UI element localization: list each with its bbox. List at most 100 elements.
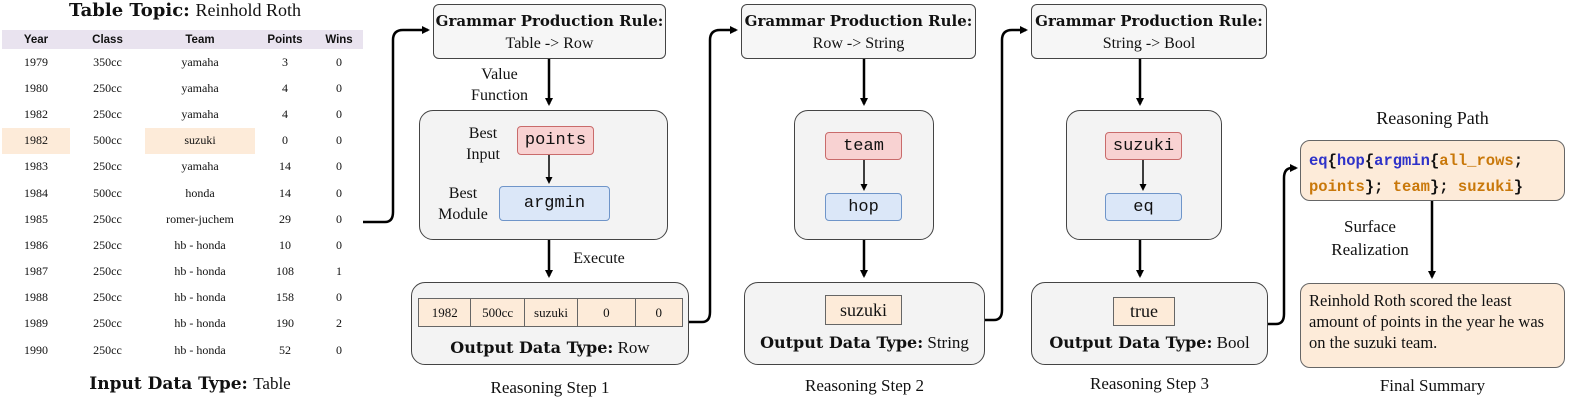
best-input-label-line1: Best — [468, 125, 498, 142]
table-cell: 1989 — [24, 316, 48, 331]
value-function-label: Value Function — [462, 64, 537, 106]
table-topic-value: Reinhold Roth — [195, 0, 302, 20]
table-cell: 3 — [282, 54, 288, 69]
output-row-cell: suzuki — [525, 299, 579, 326]
step1-label: Reasoning Step 1 — [490, 378, 610, 397]
step2-input-chip: team — [825, 132, 902, 160]
table-cell: 0 — [336, 80, 342, 95]
arrow-step1-to-step2 — [689, 26, 738, 324]
path-brace: } — [1364, 178, 1375, 196]
path-token-eq: eq — [1309, 152, 1328, 170]
table-cell: 1987 — [24, 264, 48, 279]
step2-rule: Row -> String — [812, 35, 905, 52]
table-cell: 350cc — [93, 54, 122, 69]
step2-output-type-label: Output Data Type: — [760, 333, 924, 352]
column-header: Points — [255, 30, 315, 49]
arrow-step2-to-step3 — [985, 26, 1028, 322]
path-separator: ; — [1374, 178, 1384, 196]
table-cell: 1986 — [24, 237, 48, 252]
table-cell: 1988 — [24, 290, 48, 305]
table-cell: hb - honda — [174, 237, 226, 252]
table-cell: 250cc — [93, 342, 122, 357]
reasoning-path-title: Reasoning Path — [1376, 108, 1489, 128]
path-brace: } — [1429, 178, 1440, 196]
table-cell: 250cc — [93, 106, 122, 121]
table-cell: 0 — [336, 106, 342, 121]
table-cell: 52 — [279, 342, 291, 357]
table-cell: hb - honda — [174, 290, 226, 305]
path-token-argmin: argmin — [1374, 152, 1430, 170]
table-header-row: Year Class Team Points Wins — [2, 30, 363, 49]
best-input-label-line2: Input — [466, 146, 500, 163]
table-cell: yamaha — [181, 159, 219, 174]
table-cell: romer-juchem — [166, 211, 234, 226]
table-cell: 4 — [282, 106, 288, 121]
table-topic: Table Topic: Reinhold Roth — [0, 0, 370, 21]
summary-box: Reinhold Roth scored the least amount of… — [1300, 283, 1565, 368]
table-cell: 0 — [336, 133, 342, 148]
execute-label: Execute — [573, 250, 625, 267]
table-cell: 0 — [336, 54, 342, 69]
step2-rule-title: Grammar Production Rule: — [744, 12, 973, 30]
surface-realization-line1: Surface — [1344, 217, 1396, 236]
step1-output-type-value: Row — [617, 338, 650, 357]
arrow-step3-to-final — [1268, 164, 1298, 326]
step3-rule: String -> Bool — [1102, 35, 1196, 52]
table-cell: yamaha — [181, 106, 219, 121]
table-cell: hb - honda — [174, 264, 226, 279]
table-cell: 0 — [282, 133, 288, 148]
best-input-label: Best Input — [455, 123, 511, 165]
table-cell: 250cc — [93, 237, 122, 252]
table-cell: honda — [185, 185, 215, 200]
path-brace: } — [1513, 178, 1524, 196]
table-cell: 0 — [336, 185, 342, 200]
table-cell: 2 — [336, 316, 342, 331]
column-header: Wins — [315, 30, 363, 49]
best-input-chip: points — [517, 126, 594, 155]
path-brace: { — [1429, 152, 1440, 170]
table-cell: 250cc — [93, 316, 122, 331]
input-data-type: Input Data Type: Table — [0, 374, 380, 394]
table-cell: 0 — [336, 342, 342, 357]
best-module-label-line2: Module — [438, 206, 488, 223]
path-token-hop: hop — [1336, 152, 1365, 170]
surface-realization-label: Surface Realization — [1320, 215, 1420, 261]
table-cell: 250cc — [93, 159, 122, 174]
table-cell: 1980 — [24, 80, 48, 95]
step2-label: Reasoning Step 2 — [805, 376, 924, 395]
table-topic-label: Table Topic: — [68, 0, 190, 21]
step3-output-type-value: Bool — [1216, 333, 1250, 352]
table-cell: 250cc — [93, 264, 122, 279]
column-header: Year — [2, 30, 70, 49]
table-cell: 1 — [336, 264, 342, 279]
path-brace: { — [1327, 152, 1337, 170]
path-token-team: team — [1392, 178, 1430, 196]
table-cell: 1982 — [2, 127, 70, 154]
best-module-label-line1: Best — [448, 185, 478, 202]
step3-rule-title: Grammar Production Rule: — [1035, 12, 1263, 30]
output-row-cell: 0 — [655, 304, 663, 320]
table-cell: 14 — [279, 185, 291, 200]
path-separator: ; — [1513, 152, 1523, 170]
path-separator: ; — [1439, 178, 1449, 196]
table-cell: yamaha — [181, 54, 219, 69]
table-cell: 1983 — [24, 159, 48, 174]
table-cell: hb - honda — [174, 342, 226, 357]
step2-module-chip: hop — [825, 193, 902, 221]
step2-output-type-value: String — [927, 333, 969, 352]
table-cell: 108 — [276, 264, 294, 279]
step3-module-chip: eq — [1105, 193, 1182, 221]
reasoning-path-box: eq{hop{argmin{all_rows;points}; team}; s… — [1300, 140, 1565, 201]
table-cell: 500cc — [93, 133, 122, 148]
table-cell: 1984 — [24, 185, 48, 200]
step3-output-type-label: Output Data Type: — [1049, 333, 1213, 352]
table-cell: 0 — [336, 290, 342, 305]
